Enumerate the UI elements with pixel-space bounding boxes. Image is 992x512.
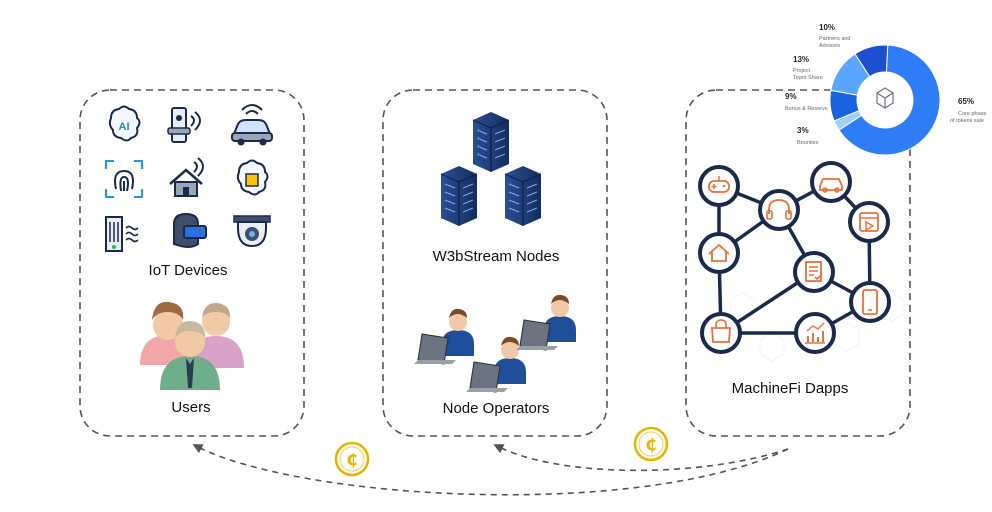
fingerprint-icon [105,160,143,198]
nodes-panel [382,89,608,437]
svg-text:AI: AI [119,121,130,133]
node-operators-label: Node Operators [443,400,550,417]
gamepad-icon [698,165,740,207]
user-figure-3 [160,320,220,390]
slice-label-partners-2: Advisors [819,43,840,49]
dapps-panel [685,89,911,437]
slice-label-bounties-pct: 3% [797,126,809,135]
slice-label-team-1: Project [793,68,811,74]
connected-car-icon [231,104,273,146]
operator-2 [466,336,526,393]
background-hexagons [729,292,905,362]
token-donut [829,44,941,156]
slice-label-core-2: of tokens sale [950,118,984,124]
ai-brain-icon: AI [108,105,141,142]
node-operators-illustration [414,294,576,393]
server-node-top [472,112,510,172]
token-symbol-left: ₵ [346,450,357,469]
chart-icon [794,312,836,354]
server-wave-icon [105,216,139,252]
phone-icon [849,281,891,323]
slice-label-bonus-1: Bonus & Reserve [785,106,828,112]
smart-home-icon [169,157,204,197]
donut-labels: 10% Partners and Advisors 13% Project Te… [785,23,986,146]
token-coin-right: ₵ [633,426,669,462]
machinefi-dapps-label: MachineFi Dapps [732,380,849,397]
reward-arrow-to-operators [493,444,789,472]
donut-center [857,72,913,128]
token-symbol-right: ₵ [645,435,656,454]
token-coin-left: ₵ [334,441,370,477]
chip-brain-icon [236,159,269,196]
home-icon [698,232,740,274]
dapp-nodes [698,161,891,354]
iot-users-panel [79,89,305,437]
slice-label-team-pct: 13% [793,55,809,64]
vr-headset-icon [173,212,207,248]
slice-label-bounties-1: Bounties [797,140,819,146]
slice-label-team-2: Team Share [793,75,823,81]
server-node-left [440,166,478,226]
slice-label-core-pct: 65% [958,97,974,106]
server-node-right [504,166,542,226]
slice-label-core-1: Core phase [958,111,986,117]
users-label: Users [171,399,210,416]
iot-icon-grid: AI [105,104,273,252]
car-icon [810,161,852,203]
headphones-icon [758,189,800,231]
smart-lock-icon [167,107,201,143]
operator-1 [414,308,474,365]
document-icon [793,251,835,293]
iot-devices-label: IoT Devices [149,262,228,279]
reward-arrow-to-users [192,444,789,496]
users-illustration [140,301,244,390]
shopping-bag-icon [700,312,742,354]
w3bstream-nodes-label: W3bStream Nodes [433,248,560,265]
slice-label-partners-pct: 10% [819,23,835,32]
slice-label-partners-1: Partners and [819,36,851,42]
operator-3 [516,294,576,351]
slice-label-bonus-pct: 9% [785,92,797,101]
security-camera-icon [233,215,271,248]
video-icon [848,201,890,243]
